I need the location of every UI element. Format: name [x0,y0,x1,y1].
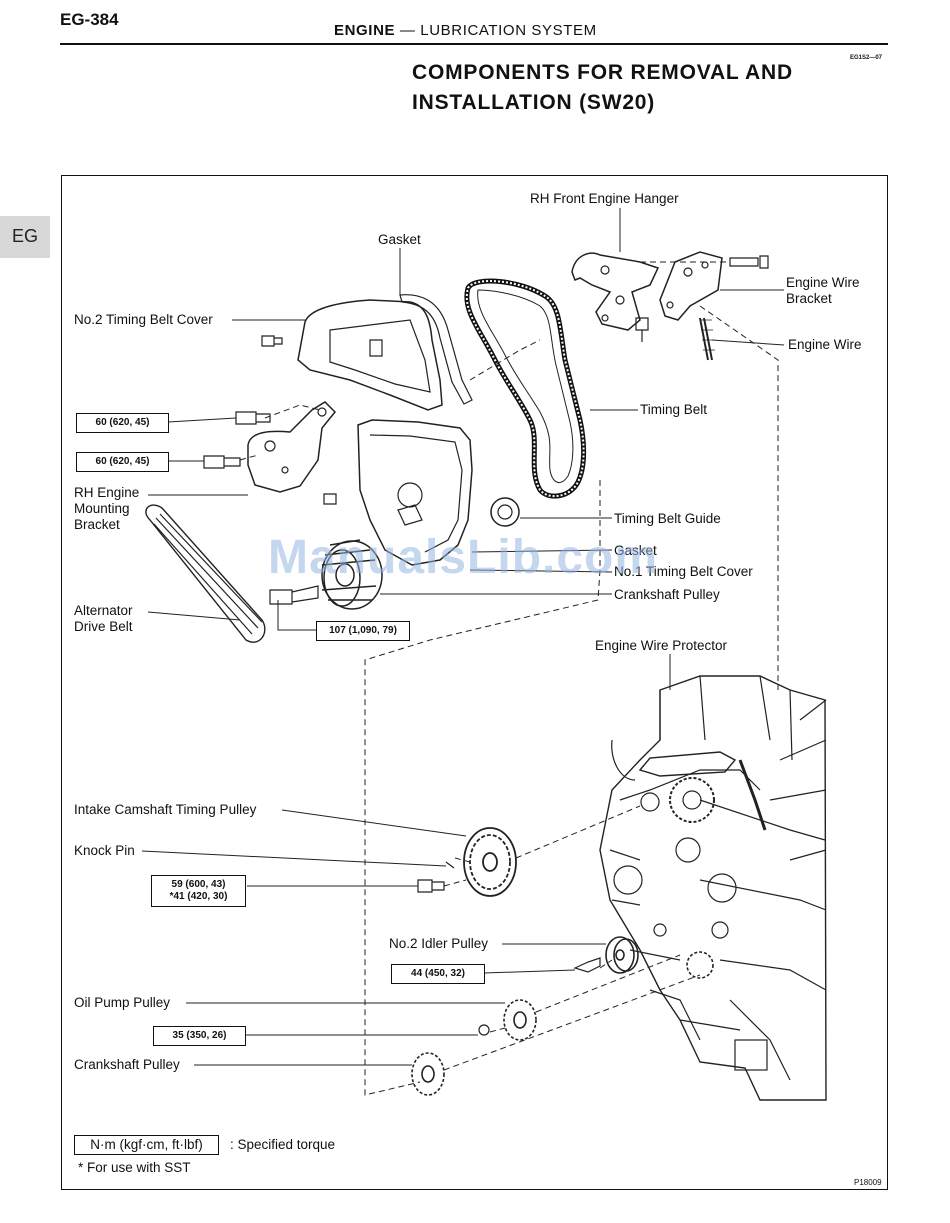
label-timing-belt: Timing Belt [640,402,708,417]
legend-unit-box: N·m (kgf·cm, ft·lbf) [74,1135,219,1155]
torque-box-4: 59 (600, 43) *41 (420, 30) [151,875,246,907]
no2-idler-pulley-drawing [605,936,639,974]
watermark: ManualsLib.com [268,531,659,584]
legend-sst-note: * For use with SST [78,1160,191,1175]
label-no1-timing-belt-cover: No.1 Timing Belt Cover [614,564,753,579]
crankshaft-pulley-upper-drawing [321,539,383,610]
header-rule [60,43,888,45]
label-rh-engine-mounting-bracket-line3: Bracket [74,517,120,532]
header-dash: — [399,22,416,39]
section-tab: EG [0,216,50,258]
gasket-top-drawing [399,294,473,405]
torque-box-6: 35 (350, 26) [153,1026,246,1046]
oil-pump-pulley-drawing [503,999,537,1041]
diagram-frame [61,175,888,1190]
figure-reference: P18009 [854,1178,882,1187]
label-alternator-drive-belt-line1: Alternator [74,603,133,618]
label-alternator-drive-belt-line2: Drive Belt [74,619,133,634]
label-intake-camshaft-timing-pulley: Intake Camshaft Timing Pulley [74,802,257,817]
figure-code: EG1S2—07 [850,55,883,61]
alternator-drive-belt-drawing [145,504,266,643]
crankshaft-pulley-lower-drawing [411,1052,445,1096]
label-engine-wire: Engine Wire [788,337,862,352]
section-tab-label: EG [12,226,39,246]
label-crankshaft-pulley-upper: Crankshaft Pulley [614,587,720,602]
label-oil-pump-pulley: Oil Pump Pulley [74,995,171,1010]
engine-wire-drawing [699,317,713,361]
section-header: ENGINE — LUBRICATION SYSTEM [334,22,597,39]
no1-timing-belt-cover-drawing [357,419,473,566]
torque-box-2: 60 (620, 45) [76,452,169,472]
label-no2-idler-pulley: No.2 Idler Pulley [389,936,489,951]
legend-unit-text: : Specified torque [230,1137,336,1152]
subsection-name: LUBRICATION SYSTEM [420,22,597,39]
label-no2-timing-belt-cover: No.2 Timing Belt Cover [74,312,213,327]
timing-belt-guide-drawing [490,497,520,527]
label-rh-engine-mounting-bracket-line1: RH Engine [74,485,140,500]
label-engine-wire-bracket-line2: Bracket [786,291,832,306]
title-line-1: COMPONENTS FOR REMOVAL AND [412,61,793,84]
title-line-2: INSTALLATION (SW20) [412,91,656,114]
label-timing-belt-guide: Timing Belt Guide [614,511,721,526]
torque-box-4-line1: 59 (600, 43) [171,879,226,890]
label-crankshaft-pulley-lower: Crankshaft Pulley [74,1057,180,1072]
torque-box-3: 107 (1,090, 79) [316,621,410,641]
page-number: EG-384 [60,10,119,29]
engine-block-drawing [599,675,827,1101]
torque-box-1: 60 (620, 45) [76,413,169,433]
label-alternator-drive-belt: Alternator Drive Belt [74,603,133,635]
rh-engine-mounting-bracket-drawing [247,401,337,493]
label-knock-pin: Knock Pin [74,843,135,858]
torque-box-4-line2: *41 (420, 30) [169,891,228,902]
label-gasket-mid: Gasket [614,543,657,558]
label-gasket-top: Gasket [378,232,421,247]
section-name: ENGINE [334,22,396,39]
torque-box-5: 44 (450, 32) [391,964,485,984]
label-engine-wire-protector: Engine Wire Protector [595,638,728,653]
intake-camshaft-timing-pulley-drawing [463,827,517,897]
engine-wire-protector-drawing [638,751,737,777]
label-rh-front-engine-hanger: RH Front Engine Hanger [530,191,679,206]
page-title: COMPONENTS FOR REMOVAL AND INSTALLATION … [412,58,793,118]
engine-cam-pulley-drawing [669,777,715,823]
label-engine-wire-bracket: Engine Wire Bracket [786,275,860,307]
label-engine-wire-bracket-line1: Engine Wire [786,275,860,290]
label-rh-engine-mounting-bracket-line2: Mounting [74,501,130,516]
label-rh-engine-mounting-bracket: RH Engine Mounting Bracket [74,485,139,533]
knock-pin-drawing [445,861,455,869]
engine-wire-bracket-drawing [659,251,723,321]
rh-front-engine-hanger-drawing [571,252,660,331]
